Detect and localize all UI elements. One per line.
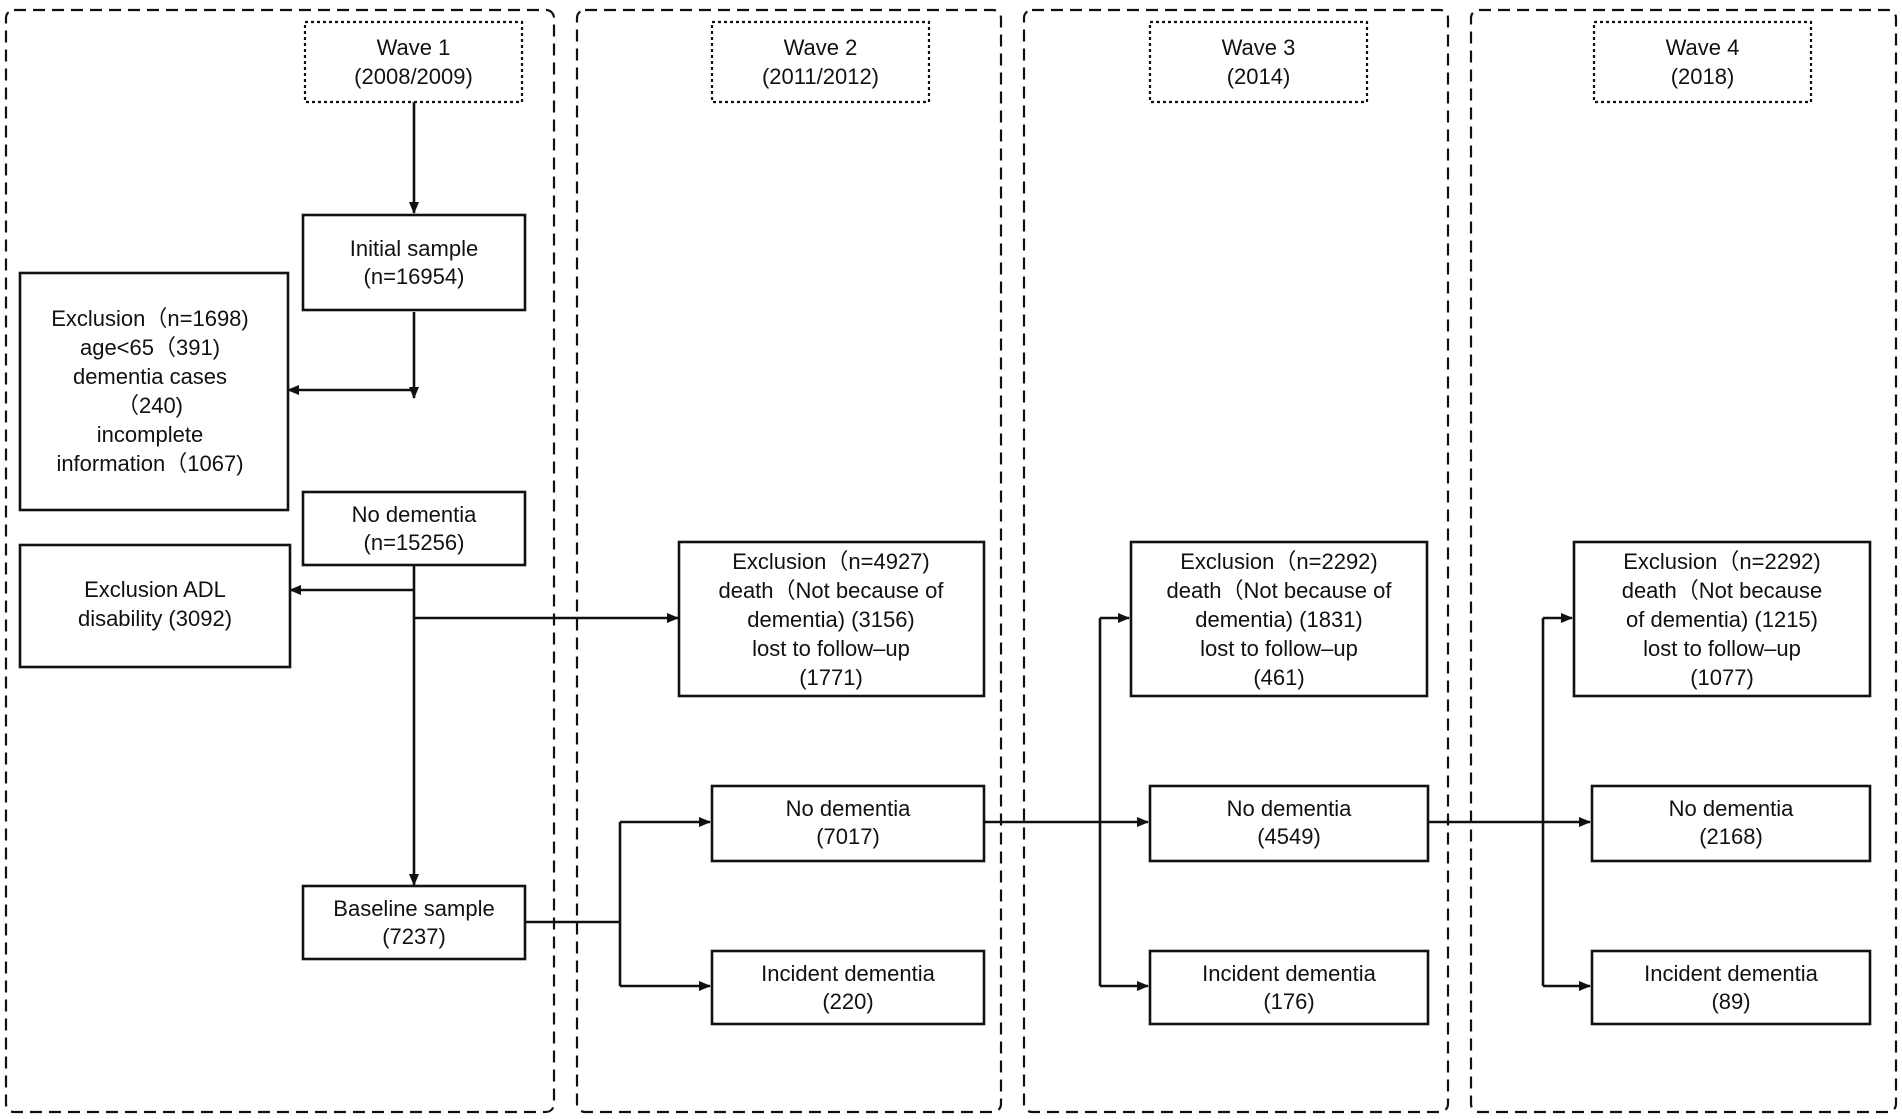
initial-sample-box: Initial sample (n=16954): [301, 213, 527, 312]
wave2-title: Wave 2: [784, 35, 858, 60]
exclusion-w4-line: death（Not because: [1622, 578, 1823, 603]
incident-w3-count: (176): [1263, 989, 1314, 1014]
no-dementia-w1-count: (n=15256): [364, 530, 465, 555]
wave3-years: (2014): [1227, 64, 1291, 89]
initial-sample-count: (n=16954): [364, 264, 465, 289]
exclusion-adl-line: Exclusion ADL: [84, 577, 226, 602]
exclusion1-line: information（1067): [56, 451, 243, 476]
exclusion-w4-line: of dementia) (1215): [1626, 607, 1818, 632]
baseline-sample-label: Baseline sample: [333, 896, 494, 921]
exclusion-w2-box: Exclusion（n=4927) death（Not because of d…: [677, 540, 986, 698]
wave1-title: Wave 1: [377, 35, 451, 60]
wave2-header: Wave 2 (2011/2012): [710, 20, 931, 104]
exclusion-w2-line: death（Not because of: [718, 578, 944, 603]
exclusion-w3-line: lost to follow–up: [1200, 636, 1358, 661]
baseline-sample-count: (7237): [382, 924, 446, 949]
wave4-years: (2018): [1671, 64, 1735, 89]
wave4-title: Wave 4: [1666, 35, 1740, 60]
exclusion1-line: （240): [117, 393, 183, 418]
no-dementia-w2-box: No dementia (7017): [710, 784, 986, 863]
incident-w2-box: Incident dementia (220): [710, 949, 986, 1026]
no-dementia-w2-count: (7017): [816, 824, 880, 849]
no-dementia-w1-label: No dementia: [352, 502, 478, 527]
incident-w3-label: Incident dementia: [1202, 961, 1376, 986]
no-dementia-w3-label: No dementia: [1227, 796, 1353, 821]
exclusion1-line: incomplete: [97, 422, 203, 447]
exclusion-w2-line: (1771): [799, 665, 863, 690]
no-dementia-w1-box: No dementia (n=15256): [301, 490, 527, 567]
exclusion-w3-box: Exclusion（n=2292) death（Not because of d…: [1129, 540, 1429, 698]
no-dementia-w4-box: No dementia (2168): [1590, 784, 1872, 863]
wave4-header: Wave 4 (2018): [1592, 20, 1813, 104]
incident-w4-box: Incident dementia (89): [1590, 949, 1872, 1026]
exclusion-w4-line: (1077): [1690, 665, 1754, 690]
exclusion-w3-line: death（Not because of: [1166, 578, 1392, 603]
incident-w4-count: (89): [1711, 989, 1750, 1014]
no-dementia-w3-count: (4549): [1257, 824, 1321, 849]
exclusion-w2-line: lost to follow–up: [752, 636, 910, 661]
wave1-years: (2008/2009): [354, 64, 473, 89]
wave3-header: Wave 3 (2014): [1148, 20, 1369, 104]
exclusion-w2-line: dementia) (3156): [747, 607, 915, 632]
exclusion-w2-line: Exclusion（n=4927): [732, 549, 930, 574]
exclusion1-line: dementia cases: [73, 364, 227, 389]
no-dementia-w4-label: No dementia: [1669, 796, 1795, 821]
exclusion1-line: age<65（391): [80, 335, 220, 360]
exclusion1-box: Exclusion（n=1698) age<65（391) dementia c…: [18, 271, 290, 512]
incident-w2-label: Incident dementia: [761, 961, 935, 986]
no-dementia-w4-count: (2168): [1699, 824, 1763, 849]
wave1-header: Wave 1 (2008/2009): [303, 20, 524, 104]
baseline-sample-box: Baseline sample (7237): [301, 884, 527, 961]
exclusion-adl-line: disability (3092): [78, 606, 232, 631]
wave2-years: (2011/2012): [762, 64, 879, 89]
exclusion-adl-box: Exclusion ADL disability (3092): [18, 543, 292, 669]
exclusion-w4-line: Exclusion（n=2292): [1623, 549, 1821, 574]
initial-sample-label: Initial sample: [350, 236, 478, 261]
exclusion-w4-line: lost to follow–up: [1643, 636, 1801, 661]
incident-w4-label: Incident dementia: [1644, 961, 1818, 986]
incident-w2-count: (220): [822, 989, 873, 1014]
wave1-lane: [4, 8, 556, 1114]
exclusion1-line: Exclusion（n=1698): [51, 306, 249, 331]
no-dementia-w3-box: No dementia (4549): [1148, 784, 1430, 863]
wave3-title: Wave 3: [1222, 35, 1296, 60]
exclusion-w3-line: dementia) (1831): [1195, 607, 1363, 632]
no-dementia-w2-label: No dementia: [786, 796, 912, 821]
exclusion-w4-box: Exclusion（n=2292) death（Not because of d…: [1572, 540, 1872, 698]
incident-w3-box: Incident dementia (176): [1148, 949, 1430, 1026]
exclusion-w3-line: Exclusion（n=2292): [1180, 549, 1378, 574]
exclusion-w3-line: (461): [1253, 665, 1304, 690]
